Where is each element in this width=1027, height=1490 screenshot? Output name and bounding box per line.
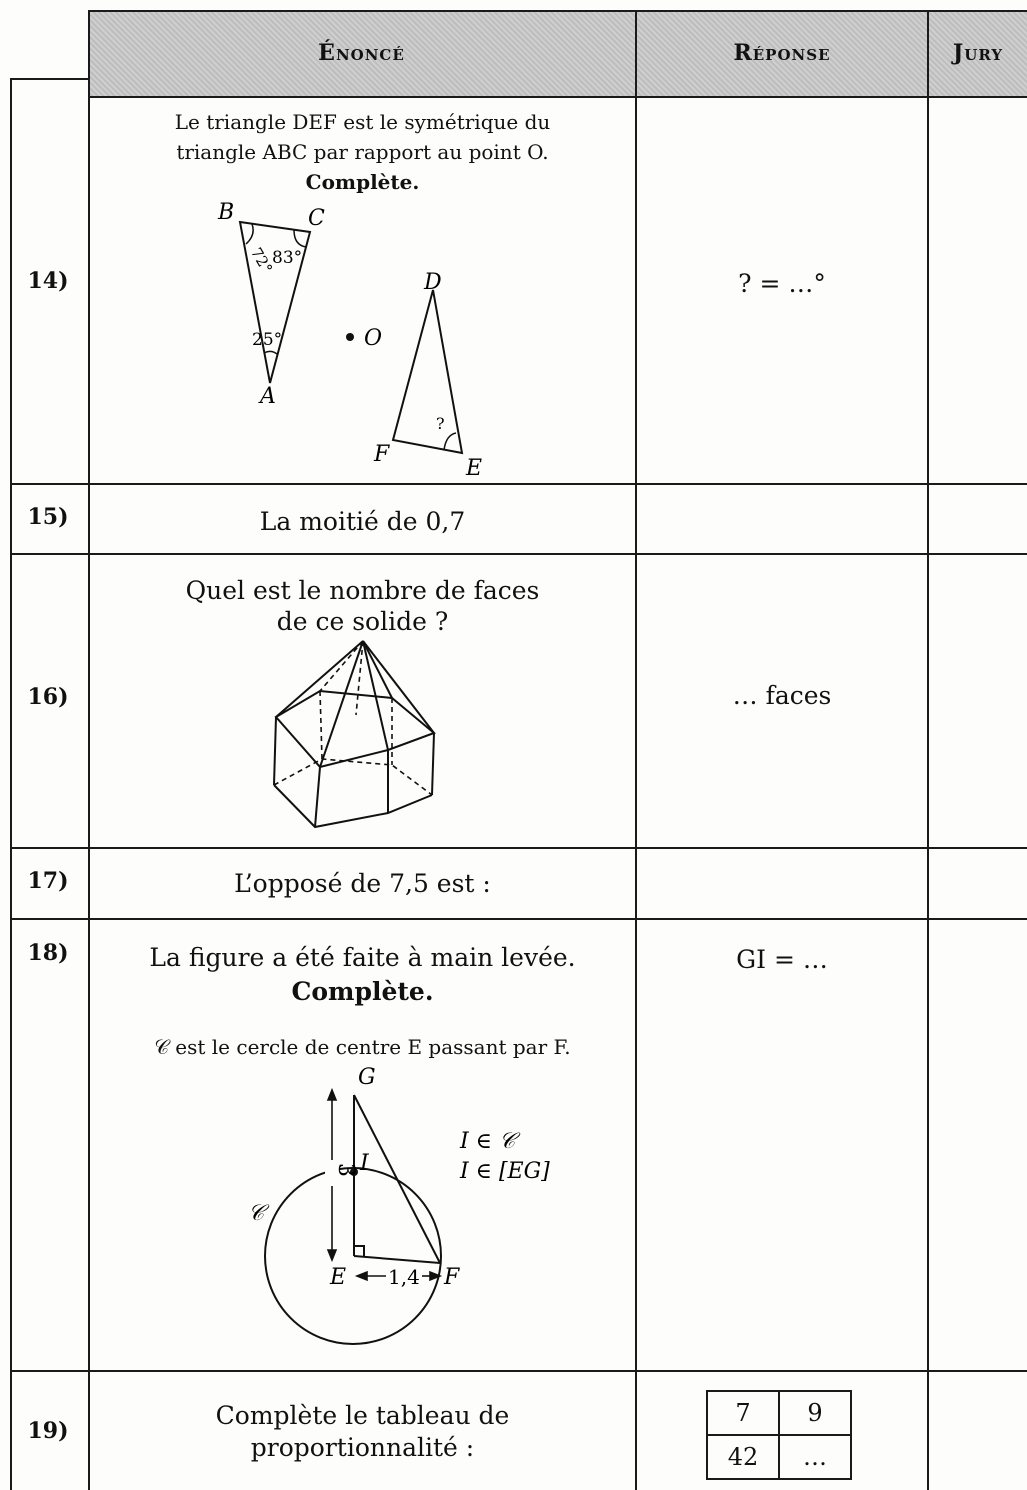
- q14-answer: ? = …°: [738, 269, 826, 298]
- q14-text-line1: Le triangle DEF est le symétrique du: [174, 110, 551, 134]
- table-cell: …: [778, 1434, 852, 1480]
- line-reponse-col: [927, 10, 929, 1490]
- angle-arc-a: [263, 350, 279, 356]
- line-after-18: [10, 1370, 1027, 1372]
- question-15-number: 15): [27, 504, 69, 530]
- q19-text-line1: Complète le tableau de: [215, 1401, 510, 1430]
- table-cell: 42: [706, 1434, 780, 1480]
- label-b: B: [217, 200, 234, 225]
- line-after-15: [10, 553, 1027, 555]
- label-f: F: [443, 1265, 460, 1290]
- condition-1: I ∈ 𝒞: [459, 1129, 521, 1154]
- line-header-bottom: [88, 96, 1027, 98]
- q16-answer: … faces: [732, 681, 832, 710]
- question-14-number: 14): [27, 268, 69, 294]
- q14-text-line2: triangle ABC par rapport au point O.: [176, 140, 549, 164]
- q14-instruction: Complète.: [305, 170, 420, 194]
- label-circle-c: 𝒞: [248, 1201, 270, 1226]
- label-e: E: [329, 1265, 346, 1290]
- line-after-17: [10, 918, 1027, 920]
- label-d: D: [423, 270, 442, 295]
- line-header-top: [88, 10, 1027, 12]
- label-f: F: [373, 442, 390, 467]
- header-enonce-label: Énoncé: [318, 40, 405, 66]
- question-19-number: 19): [27, 1418, 69, 1444]
- line-row-top: [10, 78, 88, 80]
- point-o: [346, 333, 354, 341]
- length-ef-value: 1,4: [388, 1265, 420, 1289]
- angle-e-value: ?: [436, 414, 445, 433]
- header-reponse: Réponse: [637, 10, 927, 96]
- q18-circle-definition: 𝒞 est le cercle de centre E passant par …: [154, 1035, 571, 1059]
- question-18-number: 18): [27, 940, 69, 966]
- q17-text: L’opposé de 7,5 est :: [234, 869, 491, 898]
- label-e: E: [465, 456, 482, 481]
- length-eg-value: 3: [333, 1163, 358, 1177]
- line-left: [10, 78, 12, 1490]
- label-c: C: [308, 206, 325, 231]
- label-i: I: [359, 1151, 370, 1176]
- q16-text-line1: Quel est le nombre de faces: [185, 576, 540, 605]
- table-row: 7 9: [706, 1390, 852, 1436]
- line-after-14: [10, 483, 1027, 485]
- q19-text-line2: proportionnalité :: [250, 1433, 475, 1462]
- header-reponse-label: Réponse: [733, 40, 831, 66]
- q18-text-line1: La figure a été faite à main levée.: [149, 943, 576, 972]
- header-jury-label: Jury: [952, 40, 1004, 66]
- triangle-def: [391, 289, 464, 455]
- line-after-16: [10, 847, 1027, 849]
- table-row: 42 …: [706, 1434, 852, 1480]
- table-cell: 7: [706, 1390, 780, 1436]
- q15-text: La moitié de 0,7: [259, 507, 466, 536]
- question-17-number: 17): [27, 868, 69, 894]
- q18-circle-figure: 3 G I E F 𝒞 1,4 I ∈ 𝒞 I ∈ [EG]: [248, 1065, 550, 1345]
- condition-2: I ∈ [EG]: [459, 1159, 550, 1184]
- proportionality-table: 7 9 42 …: [706, 1390, 852, 1480]
- question-16-number: 16): [27, 684, 69, 710]
- triangle-abc: [238, 220, 312, 384]
- table-cell: 9: [778, 1390, 852, 1436]
- line-num-col: [88, 10, 90, 1490]
- angle-c-value: 83°: [272, 248, 302, 268]
- header-enonce: Énoncé: [88, 10, 635, 96]
- line-enonce-col: [635, 10, 637, 1490]
- q18-instruction: Complète.: [291, 977, 434, 1006]
- angle-arc-e: [443, 432, 457, 451]
- header-jury: Jury: [929, 10, 1027, 96]
- point-i: [350, 1168, 358, 1176]
- q18-answer: GI = …: [736, 945, 828, 974]
- angle-arc-b: [245, 223, 254, 245]
- angle-arc-c: [293, 229, 307, 248]
- label-a: A: [258, 384, 276, 409]
- q16-hexagonal-solid-figure: [273, 640, 436, 829]
- angle-a-value: 25°: [252, 330, 282, 350]
- q14-triangles-figure: B C A 72° 83° 25° O D F E ?: [217, 200, 482, 481]
- label-o: O: [364, 326, 382, 351]
- label-g: G: [358, 1065, 376, 1090]
- q16-text-line2: de ce solide ?: [276, 607, 449, 636]
